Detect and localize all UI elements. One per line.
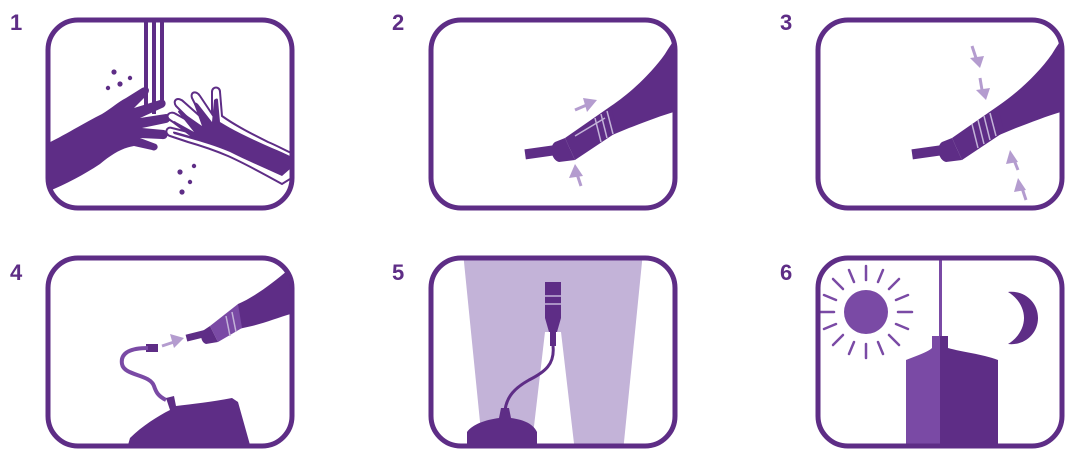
night-bag-icon <box>906 336 998 452</box>
moon-icon <box>1008 292 1038 344</box>
sun-icon <box>820 266 912 358</box>
night-bag-illustration <box>812 252 1068 452</box>
apply-catheter-illustration <box>425 14 681 214</box>
step-number-2: 2 <box>392 12 404 34</box>
drainage-tube-icon <box>939 252 942 336</box>
body-shape-icon <box>605 34 681 138</box>
step-number-3: 3 <box>780 12 792 34</box>
wash-hands-illustration <box>42 14 298 214</box>
body-shape-icon <box>992 34 1068 138</box>
panel-wash-hands <box>42 14 298 214</box>
panel-apply-catheter <box>425 14 681 214</box>
panel-night-bag <box>812 252 1068 452</box>
catheter-icon <box>952 106 1004 160</box>
step-number-5: 5 <box>392 262 404 284</box>
panel-press-adhesive <box>812 14 1068 214</box>
step-number-4: 4 <box>10 262 22 284</box>
leg-bag-illustration <box>425 252 681 452</box>
connect-drainage-illustration <box>42 252 298 452</box>
left-hand-icon <box>42 87 171 194</box>
step-number-6: 6 <box>780 262 792 284</box>
catheter-icon <box>545 282 561 318</box>
panel-leg-bag <box>425 252 681 452</box>
arrow-icon <box>162 334 184 348</box>
catheter-icon <box>565 106 617 160</box>
press-adhesive-illustration <box>812 14 1068 214</box>
step-number-1: 1 <box>10 12 22 34</box>
drainage-tube-icon <box>122 348 166 400</box>
panel-connect-drainage <box>42 252 298 452</box>
